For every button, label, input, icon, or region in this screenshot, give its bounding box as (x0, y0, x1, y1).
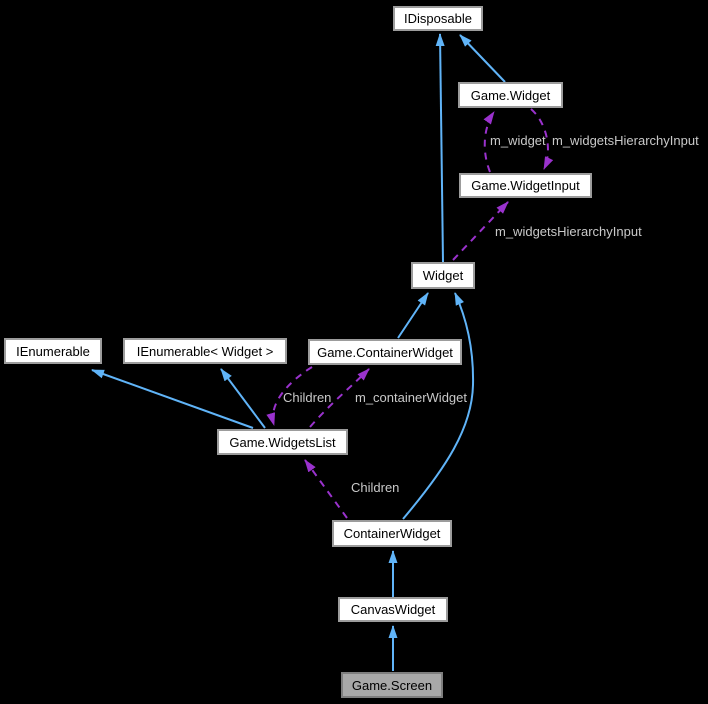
node-game-screen-current: Game.Screen (341, 672, 443, 698)
edge-usage-containerwidget-to-widgetslist-children (304, 459, 348, 519)
edge-usage-gamewidget-to-widgetinput-hierarchyinput (530, 108, 554, 170)
edge-usage-widgetinput-to-gamewidget-m_widget (483, 111, 495, 173)
node-containerwidget[interactable]: ContainerWidget (332, 520, 452, 547)
edge-usage-widget-to-widgetinput-hierarchyinput (452, 201, 509, 261)
node-game-widgetinput[interactable]: Game.WidgetInput (459, 173, 592, 198)
node-canvaswidget[interactable]: CanvasWidget (338, 597, 448, 622)
edge-inherit-widget-to-idisposable (435, 33, 445, 263)
node-game-widget[interactable]: Game.Widget (458, 82, 563, 108)
edge-label-children-upper: Children (283, 390, 332, 405)
edge-inherit-containerwidget-to-widget (402, 292, 475, 520)
edge-label-children-lower: Children (351, 480, 400, 495)
edge-inherit-gamecontainerwidget-to-widget (397, 292, 429, 339)
node-idisposable[interactable]: IDisposable (393, 6, 483, 31)
node-game-containerwidget[interactable]: Game.ContainerWidget (308, 339, 462, 365)
edge-label-m-containerwidget: m_containerWidget (355, 390, 467, 405)
edge-label-m-widget: m_widget (490, 133, 546, 148)
node-game-widgetslist[interactable]: Game.WidgetsList (217, 429, 348, 455)
edge-usage-widgetslist-to-gamecontainerwidget-m_containerwidget (309, 368, 370, 428)
edge-inherit-gamewidgetslist-to-ienumerablewidget (220, 368, 266, 429)
edge-usage-gamecontainerwidget-to-widgetslist-children (266, 366, 313, 426)
node-widget[interactable]: Widget (411, 262, 475, 289)
node-ienumerable[interactable]: IEnumerable (4, 338, 102, 364)
edge-label-m-widgetshierarchyinput-mid: m_widgetsHierarchyInput (495, 224, 642, 239)
edge-inherit-gamewidgetslist-to-ienumerable (91, 369, 254, 429)
edge-inherit-gamewidget-to-idisposable (459, 34, 506, 83)
node-ienumerable-widget[interactable]: IEnumerable< Widget > (123, 338, 287, 364)
edge-label-m-widgetshierarchyinput-top: m_widgetsHierarchyInput (552, 133, 699, 148)
